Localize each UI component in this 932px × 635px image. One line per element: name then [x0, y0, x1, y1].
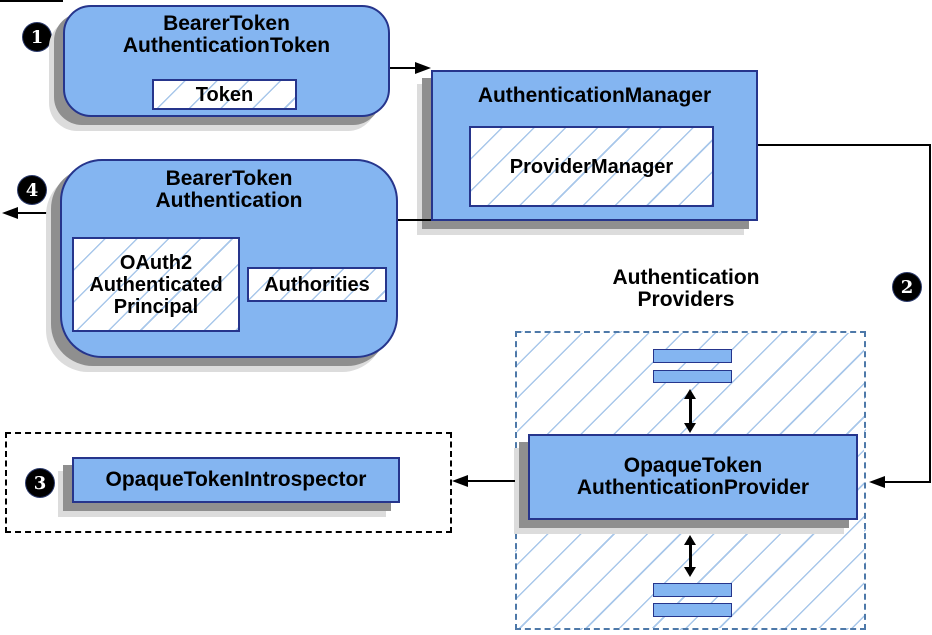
authorities-chip: Authorities — [247, 267, 387, 302]
bearer-token-authentication-title: BearerToken Authentication — [155, 167, 303, 212]
step-4-return-line — [17, 212, 60, 214]
opaque-token-authentication-provider-node: OpaqueToken AuthenticationProvider — [528, 434, 858, 520]
provider-link-arrow-bottom — [684, 535, 696, 577]
bearer-token-authentication-token-title: BearerToken AuthenticationToken — [122, 12, 331, 57]
step-3-badge: 3 — [26, 469, 54, 497]
arrow-up-icon — [684, 389, 696, 399]
provider-manager-chip: ProviderManager — [469, 126, 714, 207]
token-to-manager-line — [390, 67, 416, 69]
step-4-badge: 4 — [18, 176, 46, 204]
authentication-result-line — [398, 219, 431, 221]
opaque-token-introspector-container — [5, 432, 452, 533]
incoming-request-line — [0, 0, 63, 2]
step-2-arrowhead — [869, 476, 885, 488]
step-4-arrowhead — [2, 207, 18, 219]
step-2-connector-top — [758, 144, 931, 146]
arrow-down-icon — [684, 423, 696, 433]
bearer-token-authentication-node: BearerToken Authentication OAuth2 Authen… — [60, 159, 398, 358]
opaque-token-introspector-node: OpaqueTokenIntrospector — [72, 457, 400, 503]
oauth2-authenticated-principal-chip: OAuth2 Authenticated Principal — [72, 237, 240, 332]
step-2-connector-right — [929, 144, 931, 482]
token-chip: Token — [152, 79, 297, 110]
step-1-badge: 1 — [23, 23, 51, 51]
step-2-badge: 2 — [893, 273, 921, 301]
provider-stub-bar-3 — [653, 583, 732, 597]
authentication-manager-title: AuthenticationManager — [477, 84, 712, 107]
arrow-down-icon — [684, 567, 696, 577]
arrow-up-icon — [684, 535, 696, 545]
step-2-connector-bottom — [884, 481, 931, 483]
authentication-manager-node: AuthenticationManager ProviderManager — [431, 70, 758, 221]
bearer-token-authentication-token-node: BearerToken AuthenticationToken Token — [63, 5, 390, 117]
authentication-providers-label: Authentication Providers — [612, 266, 760, 311]
provider-stub-bar-4 — [653, 603, 732, 617]
token-to-manager-arrowhead — [415, 62, 431, 74]
provider-stub-bar-1 — [653, 349, 732, 363]
provider-link-arrow-top — [684, 389, 696, 433]
provider-to-introspector-line — [467, 480, 515, 482]
provider-to-introspector-arrowhead — [452, 475, 468, 487]
provider-stub-bar-2 — [653, 370, 732, 383]
